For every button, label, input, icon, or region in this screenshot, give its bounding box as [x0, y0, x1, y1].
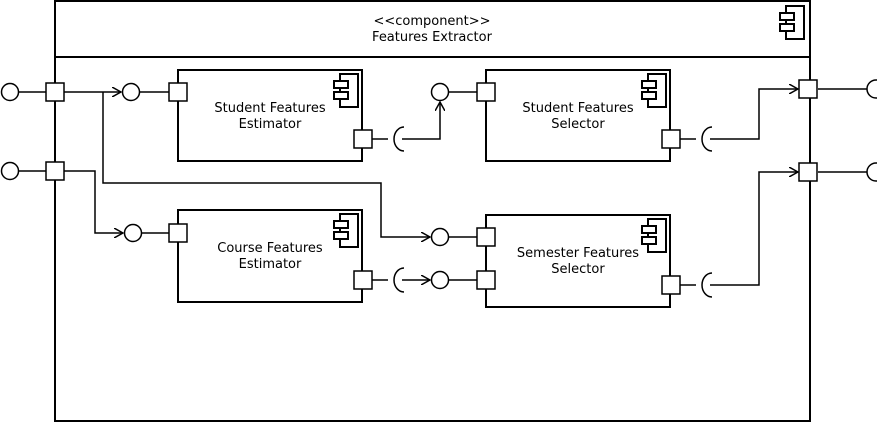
lollipop-icon [430, 82, 450, 102]
container-port-out-1[interactable] [798, 79, 818, 99]
component-icon [641, 73, 667, 108]
student-features-selector-label: Student Features [522, 101, 633, 116]
container-port-in-1[interactable] [45, 82, 65, 102]
container-name: Features Extractor [372, 30, 493, 45]
container-stereotype: <<component>> [373, 14, 490, 29]
semester-selector-port-out[interactable] [661, 275, 681, 295]
features-extractor-container [54, 0, 811, 422]
course-estimator-port-out[interactable] [353, 270, 373, 290]
student-features-estimator-label: Student Features [214, 101, 325, 116]
semester-features-selector-box[interactable] [485, 214, 671, 308]
student-estimator-port-in[interactable] [168, 82, 188, 102]
semester-selector-port-in-1[interactable] [476, 227, 496, 247]
socket-icon [701, 272, 713, 298]
external-lollipop-icon [866, 162, 877, 182]
socket-icon [393, 126, 405, 152]
student-features-estimator-label: Estimator [239, 117, 302, 132]
course-features-estimator-label: Estimator [239, 257, 302, 272]
lollipop-icon [430, 270, 450, 290]
semester-features-selector-label: Semester Features [517, 246, 639, 261]
course-features-estimator-box[interactable] [177, 209, 363, 303]
student-selector-port-in[interactable] [476, 82, 496, 102]
container-component-icon [779, 5, 805, 40]
student-features-estimator-box[interactable] [177, 69, 363, 162]
component-icon [333, 213, 359, 248]
student-features-selector-label: Selector [551, 117, 605, 132]
lollipop-icon [430, 227, 450, 247]
student-estimator-port-out[interactable] [353, 129, 373, 149]
lollipop-icon [121, 82, 141, 102]
socket-icon [393, 267, 405, 293]
external-lollipop-icon [0, 82, 20, 102]
student-selector-port-out[interactable] [661, 129, 681, 149]
course-estimator-port-in[interactable] [168, 223, 188, 243]
container-port-out-2[interactable] [798, 162, 818, 182]
container-port-in-2[interactable] [45, 161, 65, 181]
component-icon [641, 218, 667, 253]
semester-features-selector-label: Selector [551, 262, 605, 277]
external-lollipop-icon [0, 161, 20, 181]
lollipop-icon [123, 223, 143, 243]
semester-selector-port-in-2[interactable] [476, 270, 496, 290]
component-icon [333, 73, 359, 108]
socket-icon [701, 126, 713, 152]
student-features-selector-box[interactable] [485, 69, 671, 162]
course-features-estimator-label: Course Features [217, 241, 323, 256]
external-lollipop-icon [866, 79, 877, 99]
